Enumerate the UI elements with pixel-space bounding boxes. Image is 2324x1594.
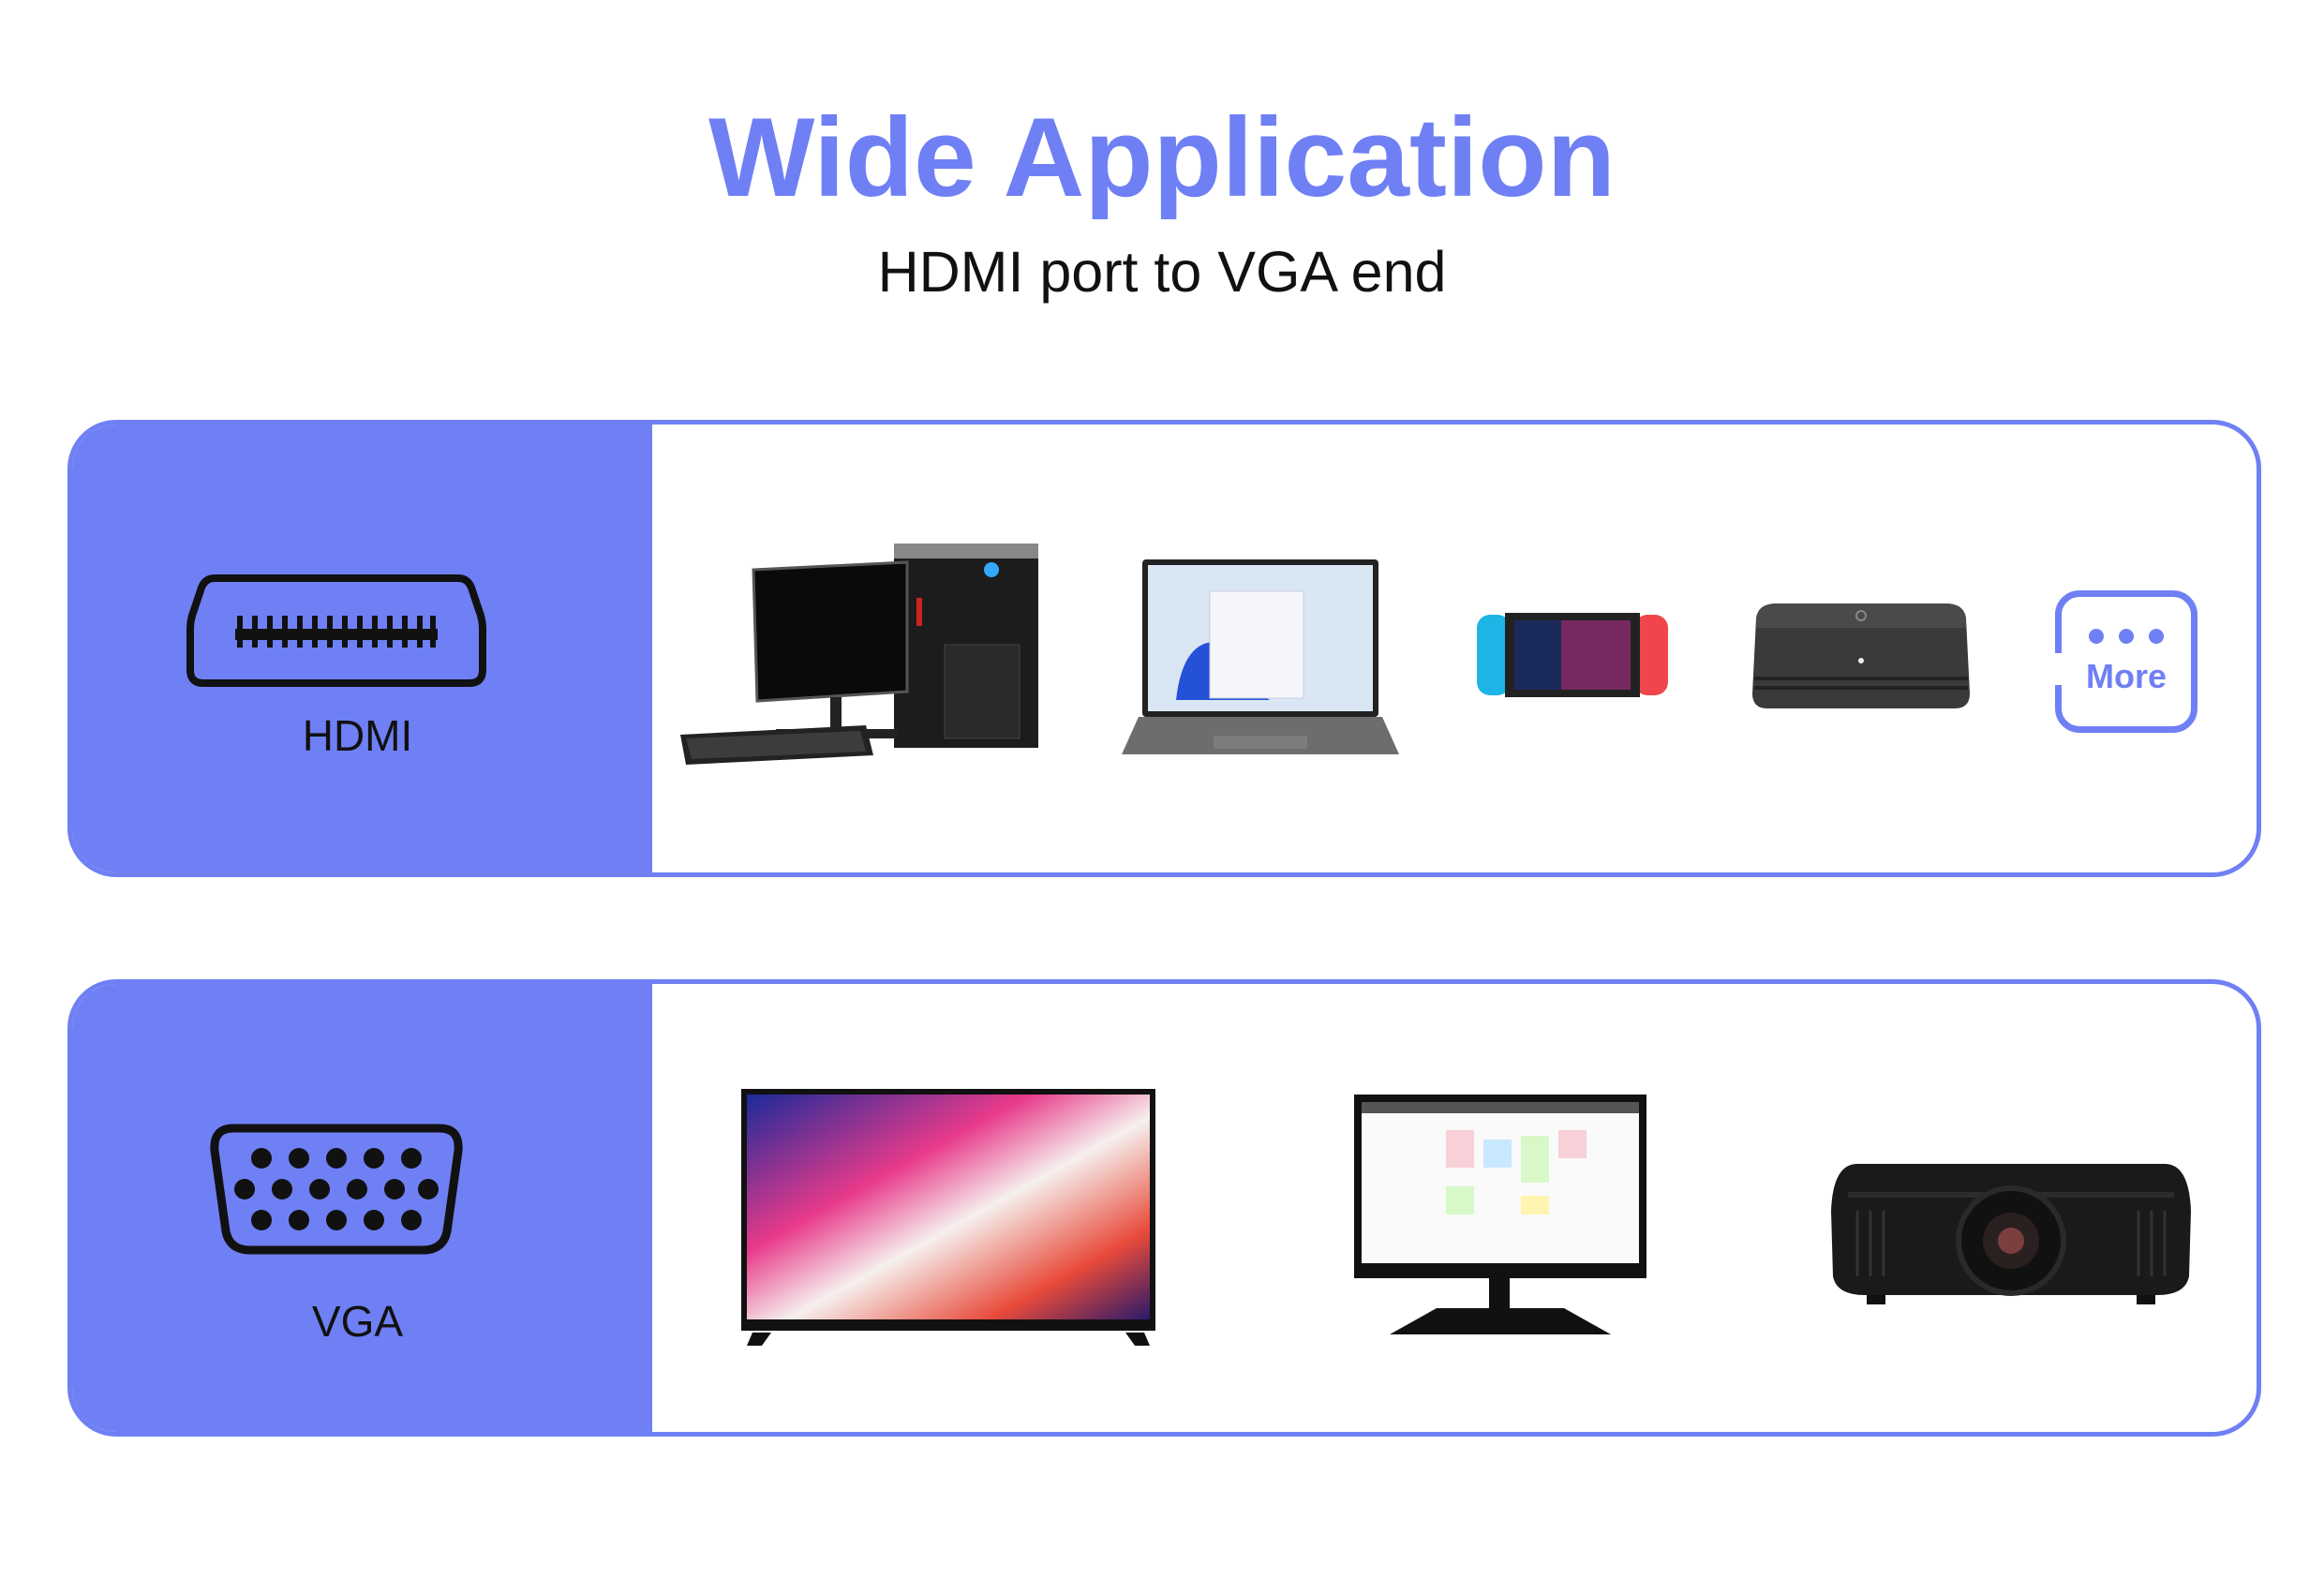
hdmi-label: HDMI <box>302 711 413 760</box>
monitor-image <box>1354 1095 1646 1334</box>
vga-port-icon <box>210 1124 463 1255</box>
television-image <box>741 1089 1155 1346</box>
hdmi-side-block <box>72 425 652 872</box>
page-subtitle: HDMI port to VGA end <box>877 240 1447 304</box>
vga-side-block <box>72 984 652 1432</box>
hdmi-port-icon <box>186 574 486 687</box>
more-label: More <box>2085 657 2167 695</box>
desktop-computer-image <box>680 544 1038 765</box>
laptop-image <box>1122 559 1399 754</box>
page-title: Wide Application <box>708 95 1616 220</box>
vga-label: VGA <box>311 1297 404 1346</box>
projector-image <box>1831 1164 2191 1304</box>
game-console-image <box>1477 613 1668 697</box>
more-devices-button[interactable]: More <box>2053 590 2197 733</box>
tv-box-image <box>1752 603 1970 708</box>
more-dots-icon <box>2062 629 2191 648</box>
